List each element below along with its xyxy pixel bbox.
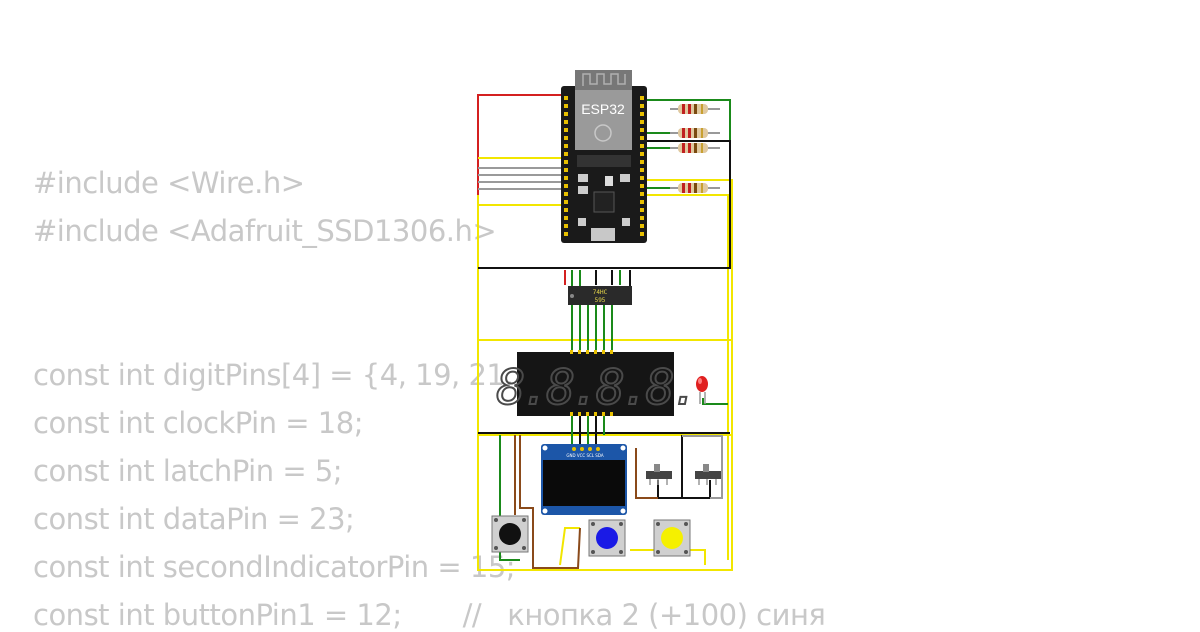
code-line-include-ssd1306: #include <Adafruit_SSD1306.h> [33,214,497,248]
wire-gray-sw [682,435,723,499]
wire-black-disp [579,410,597,450]
pushbutton-yellow[interactable] [653,519,691,557]
code-line-button-pin1: const int buttonPin1 = 12; // кнопка 2 (… [33,598,826,632]
display-pins-top [570,350,613,354]
button-cap [596,527,618,549]
code-line-data-pin: const int dataPin = 23; [33,502,355,536]
oled-screen [543,460,625,506]
wire-black-top [478,140,731,269]
red-led[interactable] [696,376,708,404]
wire-black-sw [657,480,711,499]
slide-switch[interactable] [695,464,721,485]
resistors [670,104,720,193]
code-line-digit-pins: const int digitPins[4] = {4, 19, 21, 22}… [33,358,585,392]
code-line-include-wire: #include <Wire.h> [33,166,305,200]
led-bulb [696,376,708,392]
wire-green-btn [499,435,520,561]
slide-switch[interactable] [646,464,672,485]
esp32-shield [575,90,632,150]
resistor[interactable] [670,128,720,138]
resistor[interactable] [670,183,720,193]
display-body [517,352,674,416]
esp32-label: ESP32 [581,101,625,117]
pushbutton-blue[interactable] [588,519,626,557]
button-cap [661,527,683,549]
wire-green-led [702,398,728,405]
wire-brown-sw [635,448,658,499]
display-digits: 8.8.8.8. [496,360,695,416]
button-cap [499,523,521,545]
antenna-trace [582,73,626,86]
resistor[interactable] [670,104,720,114]
usb-connector-icon [591,228,615,241]
ic-label-line2: 595 [595,297,606,304]
code-line-second-indicator-pin: const int secondIndicatorPin = 15; [33,550,516,584]
oled-display[interactable]: GND VCC SCL SDA [541,444,627,515]
code-background: #include <Wire.h> #include <Adafruit_SSD… [33,0,1193,632]
pushbutton-black[interactable] [491,515,529,553]
wire-yellow-frame-left [477,179,733,571]
wire-yellow-btn [559,527,580,566]
esp32-components [577,155,631,241]
display-pins-bottom [570,412,613,416]
seven-segment-display[interactable]: 8.8.8.8. [495,350,701,417]
wire-yellow-btn3 [690,549,706,565]
wire-brown-btn [514,435,581,569]
code-line-clock-pin: const int clockPin = 18; [33,406,363,440]
espressif-logo-icon [594,124,612,142]
ic-label-line1: 74HC [593,289,608,296]
ic-body [568,286,632,305]
resistor[interactable] [670,143,720,153]
oled-pin-labels: GND VCC SCL SDA [566,453,603,458]
esp32-left-pins [564,96,568,236]
code-line-latch-pin: const int latchPin = 5; [33,454,343,488]
shift-register-74hc595[interactable]: 74HC 595 [568,286,632,305]
esp32-board[interactable]: ESP32 [561,70,647,243]
wire-yellow-right-inner [645,194,729,560]
esp32-right-pins [640,96,644,236]
